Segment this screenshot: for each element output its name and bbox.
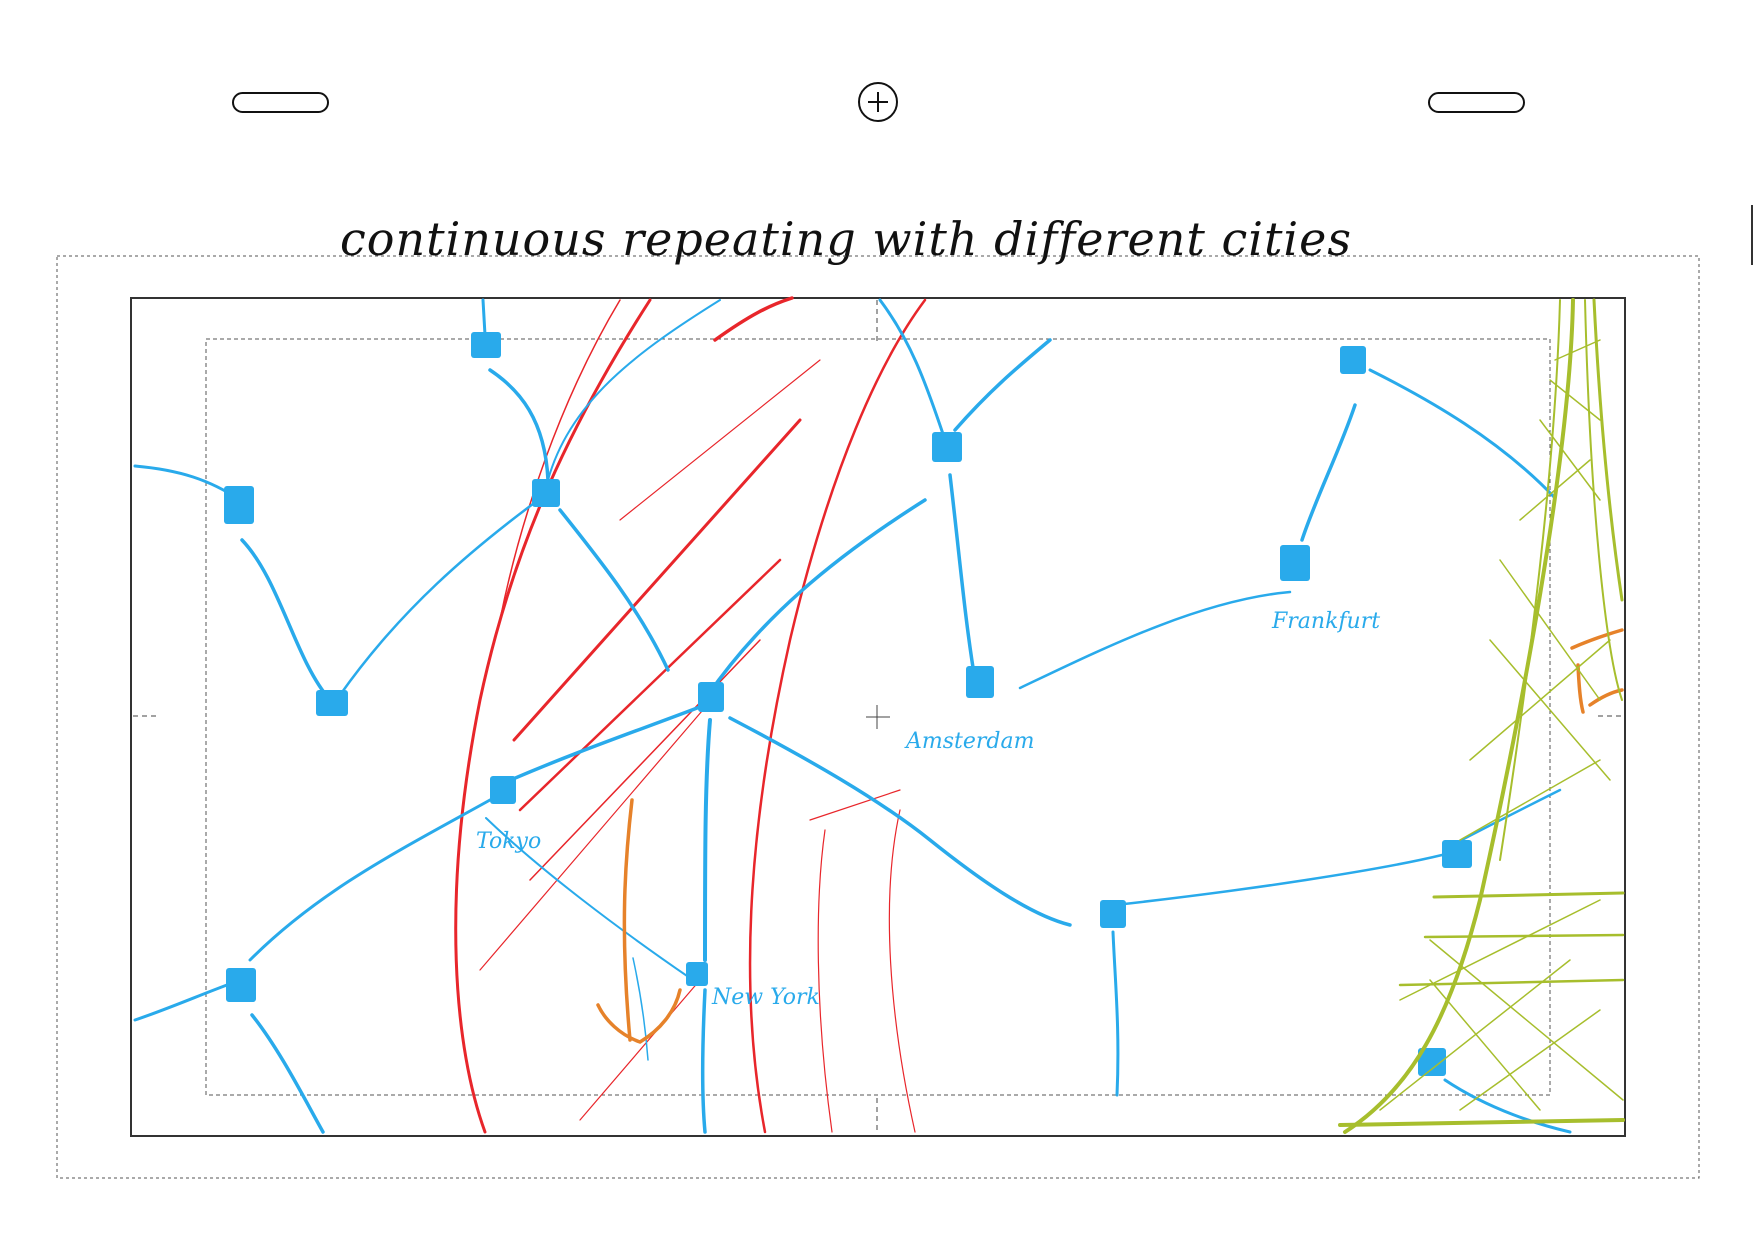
city-node[interactable] [1340,346,1366,374]
city-node[interactable] [471,332,501,358]
center-guides [133,300,1623,1134]
toolbar [232,82,1525,122]
center-crosshair-icon [866,705,890,729]
city-node[interactable] [966,666,994,698]
bleed-boundary [56,255,1700,1179]
city-node[interactable] [1442,840,1472,868]
city-network [133,298,1572,1134]
city-nodes [224,332,1472,1076]
city-node[interactable] [932,432,962,462]
city-node[interactable] [532,479,560,507]
city-node[interactable] [226,968,256,1002]
add-frame-icon[interactable] [858,82,898,122]
city-node[interactable] [698,682,724,712]
city-node[interactable] [490,776,516,804]
river-strokes [454,296,927,1134]
safe-area-boundary [205,338,1551,1096]
city-labels: Amsterdam Frankfurt Tokyo New York [476,609,1380,1010]
city-node[interactable] [1280,545,1310,581]
sketch-title: continuous repeating with different citi… [340,212,1352,266]
tower-sketch [1338,298,1625,1134]
city-label-amsterdam: Amsterdam [904,729,1034,754]
right-handle-icon[interactable] [1428,92,1525,113]
city-node[interactable] [1418,1048,1446,1076]
city-label-frankfurt: Frankfurt [1271,609,1380,634]
city-node[interactable] [1100,900,1126,928]
city-label-tokyo: Tokyo [476,829,541,854]
city-label-new-york: New York [711,985,820,1010]
left-handle-icon[interactable] [232,92,329,113]
city-node[interactable] [224,486,254,524]
city-node[interactable] [686,962,708,986]
city-node[interactable] [316,690,348,716]
